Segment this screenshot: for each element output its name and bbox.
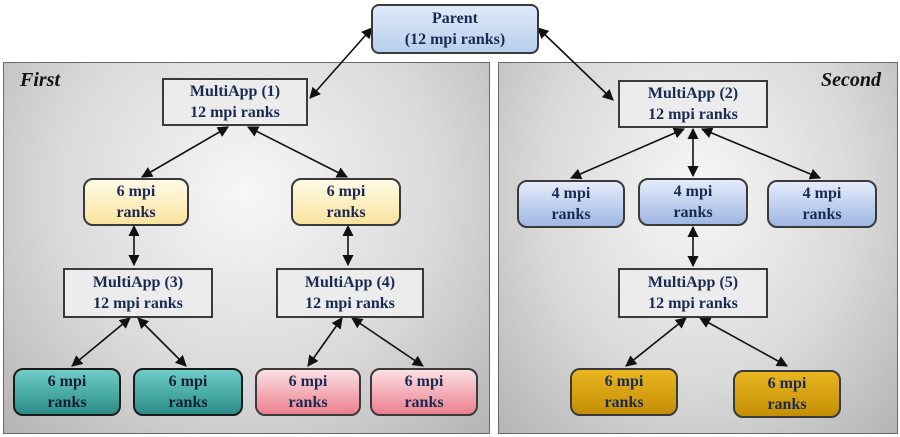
multiapp-5-node: MultiApp (5) 12 mpi ranks <box>618 268 768 318</box>
arrow-ma3-left <box>71 317 131 367</box>
arrow-ma1-left <box>141 126 229 178</box>
arrow-parent-multiapp2 <box>537 27 614 101</box>
multiapp-4-node: MultiApp (4) 12 mpi ranks <box>276 268 424 318</box>
arrow-ma4-left <box>307 317 343 367</box>
arrow-ma2-left <box>569 127 686 180</box>
ma3-left-ranks-node: 6 mpi ranks <box>13 368 121 416</box>
arrow-parent-multiapp1 <box>309 27 373 99</box>
parent-node: Parent (12 mpi ranks) <box>371 4 539 54</box>
second-mid-ranks-node: 4 mpi ranks <box>638 178 748 226</box>
second-panel-title: Second <box>821 69 881 91</box>
arrow-ma3-right <box>137 317 187 367</box>
arrow-ma2-right <box>700 127 822 180</box>
multiapp-2-node: MultiApp (2) 12 mpi ranks <box>618 80 768 128</box>
arrow-ma1-right <box>247 126 348 178</box>
multiapp-1-node: MultiApp (1) 12 mpi ranks <box>162 78 308 126</box>
first-panel-title: First <box>20 69 61 91</box>
first-left-ranks-node: 6 mpi ranks <box>83 178 189 226</box>
first-right-ranks-node: 6 mpi ranks <box>291 178 401 226</box>
multiapp-3-node: MultiApp (3) 12 mpi ranks <box>63 268 213 318</box>
ma4-left-ranks-node: 6 mpi ranks <box>255 368 361 416</box>
ma4-right-ranks-node: 6 mpi ranks <box>370 368 478 416</box>
ma3-right-ranks-node: 6 mpi ranks <box>133 368 243 416</box>
arrow-ma4-right <box>351 317 424 367</box>
second-left-ranks-node: 4 mpi ranks <box>517 180 625 228</box>
arrow-ma5-right <box>699 317 788 367</box>
ma5-right-ranks-node: 6 mpi ranks <box>733 370 841 418</box>
arrow-ma5-left <box>625 317 687 367</box>
second-right-ranks-node: 4 mpi ranks <box>767 180 877 228</box>
ma5-left-ranks-node: 6 mpi ranks <box>570 368 678 416</box>
